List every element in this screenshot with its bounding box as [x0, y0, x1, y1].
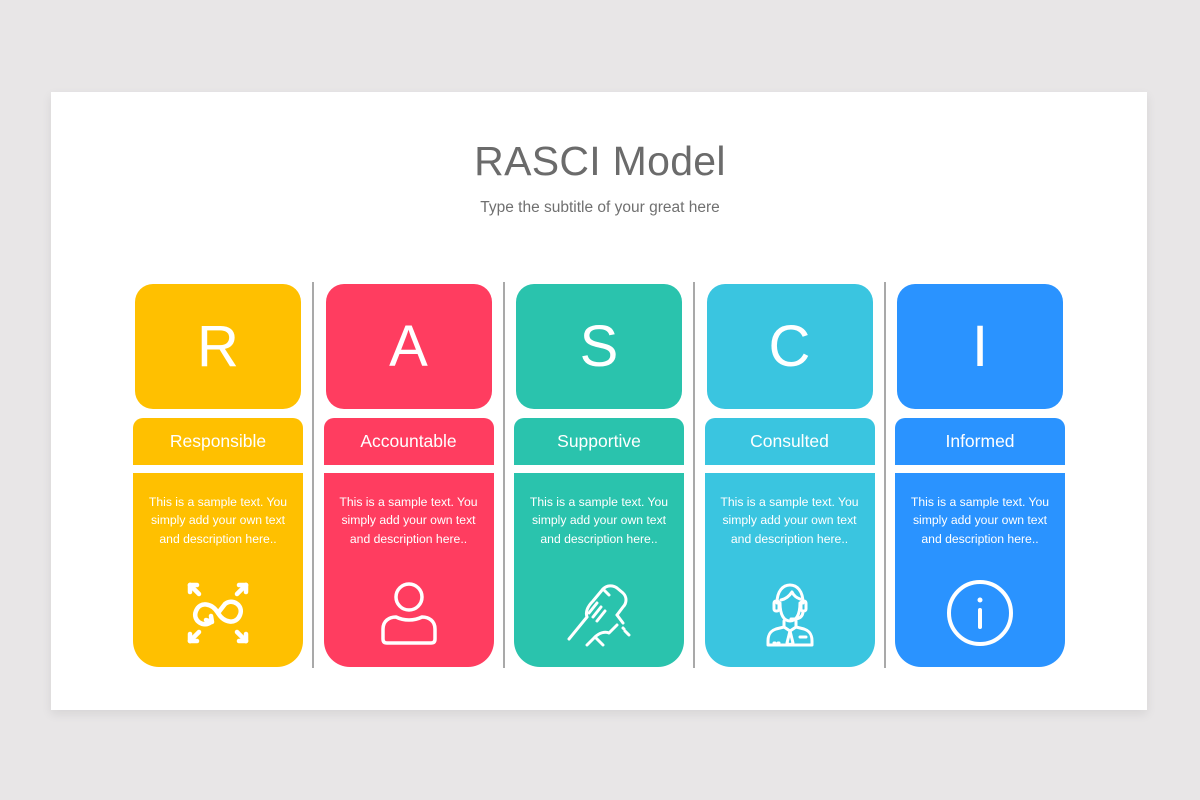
rasci-card-supportive: S Supportive This is a sample text. You …: [514, 283, 684, 668]
column-divider: [693, 282, 695, 668]
letter-box: S: [516, 284, 682, 409]
description-box: This is a sample text. You simply add yo…: [895, 473, 1065, 667]
description-box: This is a sample text. You simply add yo…: [133, 473, 303, 667]
rasci-card-accountable: A Accountable This is a sample text. You…: [323, 283, 494, 668]
letter-box: C: [706, 284, 873, 409]
role-label: Supportive: [514, 418, 684, 465]
column-divider: [312, 282, 314, 668]
role-description: This is a sample text. You simply add yo…: [339, 495, 478, 546]
description-box: This is a sample text. You simply add yo…: [514, 473, 684, 667]
rasci-card-responsible: R Responsible This is a sample text. You…: [133, 283, 303, 668]
headset-agent-icon: [750, 573, 830, 653]
user-icon: [369, 573, 449, 653]
letter-box: I: [897, 284, 1063, 409]
role-description: This is a sample text. You simply add yo…: [529, 495, 669, 546]
rasci-card-informed: I Informed This is a sample text. You si…: [895, 283, 1065, 668]
letter-box: A: [325, 284, 492, 409]
handshake-icon: [559, 573, 639, 653]
infinity-arrows-icon: [178, 573, 258, 653]
description-box: This is a sample text. You simply add yo…: [704, 473, 875, 667]
role-description: This is a sample text. You simply add yo…: [148, 495, 288, 546]
role-description: This is a sample text. You simply add yo…: [720, 495, 859, 546]
letter-box: R: [135, 284, 301, 409]
info-icon: [940, 573, 1020, 653]
role-label: Informed: [895, 418, 1065, 465]
column-divider: [884, 282, 886, 668]
description-box: This is a sample text. You simply add yo…: [323, 473, 494, 667]
slide-title: RASCI Model: [474, 138, 726, 184]
role-label: Accountable: [323, 418, 494, 465]
role-description: This is a sample text. You simply add yo…: [910, 495, 1050, 546]
column-divider: [503, 282, 505, 668]
rasci-card-consulted: C Consulted This is a sample text. You s…: [704, 283, 875, 668]
slide-subtitle: Type the subtitle of your great here: [480, 199, 720, 216]
role-label: Responsible: [133, 418, 303, 465]
role-label: Consulted: [704, 418, 875, 465]
